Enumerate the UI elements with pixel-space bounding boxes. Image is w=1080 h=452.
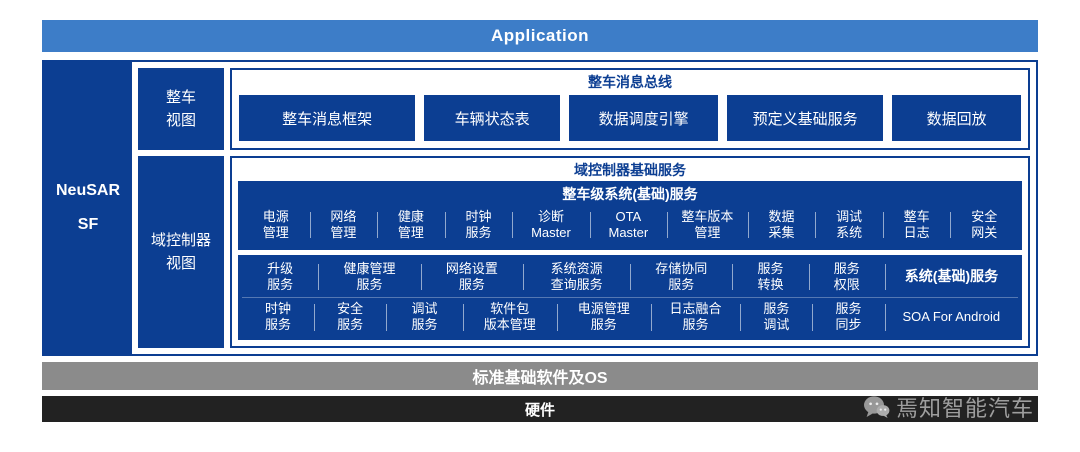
service-item: 电源 管理 (262, 209, 289, 241)
service-item: 电源管理 服务 (556, 298, 651, 337)
system-services-row2: 时钟 服务 安全 服务 调试 服务 软件包 版本管理 电源管理 服务 日志融合 … (242, 296, 1018, 337)
domain-services-title: 域控制器基础服务 (574, 162, 686, 178)
bus-items: 整车消息框架 车辆状态表 数据调度引擎 预定义基础服务 数据回放 (232, 93, 1028, 148)
service-item: 日志融合 服务 (650, 298, 741, 337)
bus-item: 整车消息框架 (239, 95, 416, 141)
domain-view-row: 域控制器 视图 域控制器基础服务 整车级系统(基础)服务 电源 管理 网络 管理… (138, 156, 1030, 348)
service-item: 整车版本 管理 (667, 206, 748, 245)
application-bar: Application (42, 20, 1038, 52)
system-services-label: 系统(基础)服务 (884, 258, 1018, 297)
os-bar: 标准基础软件及OS (42, 362, 1038, 390)
bus-item: 预定义基础服务 (727, 95, 884, 141)
service-item: 网络 管理 (309, 206, 378, 245)
service-item: 时钟 服务 (265, 301, 292, 333)
vehicle-system-box: 整车级系统(基础)服务 电源 管理 网络 管理 健康 管理 时钟 服务 诊断 M… (238, 181, 1022, 250)
bus-item: 数据回放 (892, 95, 1022, 141)
service-item: 软件包 版本管理 (462, 298, 557, 337)
bus-item: 车辆状态表 (424, 95, 560, 141)
architecture-diagram: Application NeuSAR SF 整车 视图 整车消息总线 整车消息框… (42, 20, 1038, 422)
service-item: SOA For Android (884, 298, 1018, 337)
hardware-bar-label: 硬件 (524, 401, 555, 419)
vehicle-system-title: 整车级系统(基础)服务 (562, 186, 698, 202)
system-services-row1: 升级 服务 健康管理 服务 网络设置 服务 系统资源 查询服务 存储协同 服务 … (242, 258, 1018, 297)
watermark-text: 焉知智能汽车 (895, 396, 1034, 421)
vehicle-message-bus-box: 整车消息总线 整车消息框架 车辆状态表 数据调度引擎 预定义基础服务 数据回放 (230, 68, 1030, 150)
domain-services-box: 域控制器基础服务 整车级系统(基础)服务 电源 管理 网络 管理 健康 管理 时… (230, 156, 1030, 348)
neusar-sf-sidebar: NeuSAR SF (44, 62, 132, 354)
domain-services-inner: 整车级系统(基础)服务 电源 管理 网络 管理 健康 管理 时钟 服务 诊断 M… (232, 181, 1028, 346)
middle-frame: NeuSAR SF 整车 视图 整车消息总线 整车消息框架 车辆状态表 数据调度… (42, 60, 1038, 356)
vehicle-view-label: 整车 视图 (138, 68, 224, 150)
service-item: 整车 日志 (882, 206, 951, 245)
service-item: 存储协同 服务 (629, 258, 732, 297)
service-item: 健康 管理 (377, 206, 445, 245)
service-item: 诊断 Master (512, 206, 589, 245)
service-item: 服务 调试 (740, 298, 812, 337)
service-item: 系统资源 查询服务 (523, 258, 630, 297)
os-bar-label: 标准基础软件及OS (472, 370, 608, 387)
content-area: 整车 视图 整车消息总线 整车消息框架 车辆状态表 数据调度引擎 预定义基础服务… (132, 62, 1036, 354)
application-label: Application (490, 26, 590, 45)
bus-title: 整车消息总线 (588, 74, 672, 90)
service-item: 网络设置 服务 (420, 258, 523, 297)
service-item: 服务 权限 (808, 258, 885, 297)
wechat-icon (863, 395, 890, 420)
service-item: 升级 服务 (267, 260, 294, 293)
service-item: 服务 同步 (812, 298, 884, 337)
service-item: 时钟 服务 (444, 206, 513, 245)
bus-item: 数据调度引擎 (568, 95, 719, 141)
service-item: 调试 服务 (386, 298, 462, 337)
service-item: 安全 服务 (314, 298, 386, 337)
service-item: 调试 系统 (815, 206, 883, 245)
vehicle-view-row: 整车 视图 整车消息总线 整车消息框架 车辆状态表 数据调度引擎 预定义基础服务… (138, 68, 1030, 150)
service-item: 服务 转换 (732, 258, 808, 297)
service-item: 健康管理 服务 (318, 258, 420, 297)
service-item: OTA Master (589, 206, 667, 245)
vehicle-system-items: 电源 管理 网络 管理 健康 管理 时钟 服务 诊断 Master OTA Ma… (242, 206, 1018, 245)
system-services-box: 升级 服务 健康管理 服务 网络设置 服务 系统资源 查询服务 存储协同 服务 … (238, 254, 1022, 340)
domain-view-label: 域控制器 视图 (138, 156, 224, 348)
watermark: 焉知智能汽车 (863, 391, 1034, 423)
service-item: 数据 采集 (747, 206, 816, 245)
service-item: 安全 网关 (950, 206, 1018, 245)
